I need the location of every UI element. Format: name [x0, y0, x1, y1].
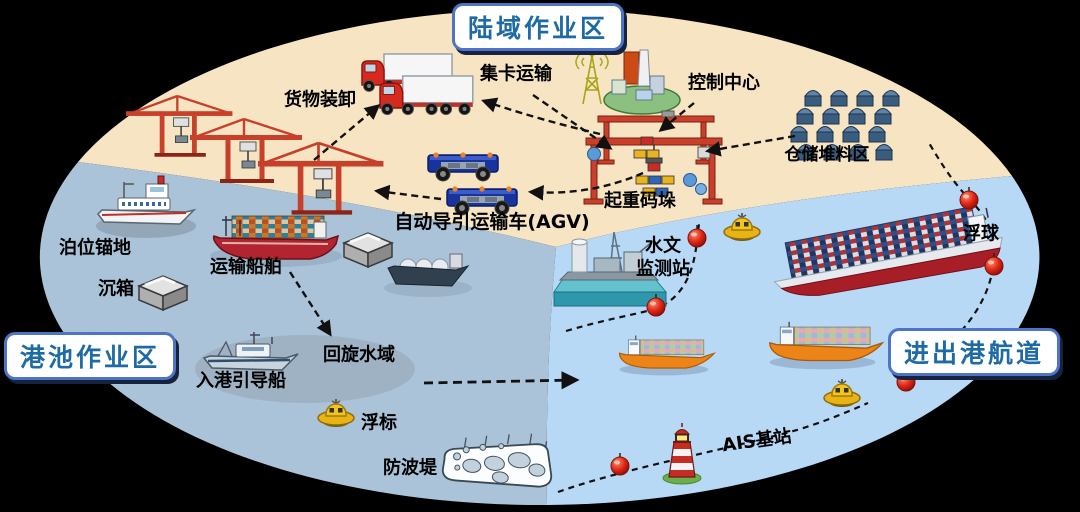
container-ship-large-icon: [773, 206, 1003, 296]
label-caisson: 沉箱: [98, 278, 134, 300]
arrow-control-to-stacking: [658, 102, 695, 132]
region-land-area: [78, 9, 1012, 247]
float-ball-route-right: [905, 142, 996, 385]
arrow-truck-to-stacking: [532, 94, 613, 150]
region-basin-area: [39, 162, 557, 506]
antenna-icon: [575, 53, 609, 105]
arrow-stacking-to-agv: [527, 171, 644, 201]
control-center-icon: [575, 49, 681, 115]
lng-ship-icon: [384, 253, 472, 297]
label-turning-basin: 回旋水域: [323, 344, 395, 366]
arrow-basin-to-channel: [423, 371, 580, 390]
label-pilot-ship: 入港引导船: [196, 370, 286, 392]
lighthouse-icon: [662, 423, 702, 485]
arrow-warehouse-to-stacking: [704, 134, 796, 157]
arrow-stacking-to-truck: [481, 97, 601, 136]
container-ship-orange-icon: [769, 321, 885, 370]
label-hydro-line1: 水文: [645, 235, 681, 257]
ferry-icon: [96, 175, 197, 238]
region-title-land: 陆域作业区: [452, 3, 625, 51]
ais-route: [557, 401, 869, 494]
container-ship-orange-icon: [618, 335, 716, 376]
label-float-ball: 浮球: [963, 223, 999, 245]
label-agv: 自动导引运输车(AGV): [394, 211, 590, 234]
breakwater-icon: [441, 433, 553, 488]
label-breakwater: 防波堤: [383, 457, 437, 479]
arrow-cranes-to-truck: [313, 103, 381, 161]
label-crane-stacking: 起重码垛: [604, 190, 676, 212]
flow-arrows: [288, 94, 796, 390]
arrow-ship-to-basin: [288, 271, 332, 337]
region-title-channel: 进出港航道: [888, 328, 1061, 376]
container-ship-red-icon: [210, 215, 342, 267]
hydro-platform-icon: [553, 231, 668, 307]
label-berth-anchorage: 泊位锚地: [59, 237, 131, 259]
label-transport-ships: 运输船舶: [210, 256, 282, 278]
label-hydro-line2: 监测站: [636, 259, 690, 280]
label-buoy: 浮标: [361, 412, 397, 434]
pilot-ship-icon: [202, 332, 299, 371]
region-title-basin: 港池作业区: [4, 332, 177, 380]
label-cargo-handling: 货物装卸: [284, 89, 356, 111]
label-warehouse-yard: 仓储堆料区: [784, 145, 870, 166]
label-control-center: 控制中心: [688, 72, 760, 94]
label-hydro-station: 水文 监测站: [636, 235, 690, 282]
label-truck-transport: 集卡运输: [480, 63, 552, 85]
